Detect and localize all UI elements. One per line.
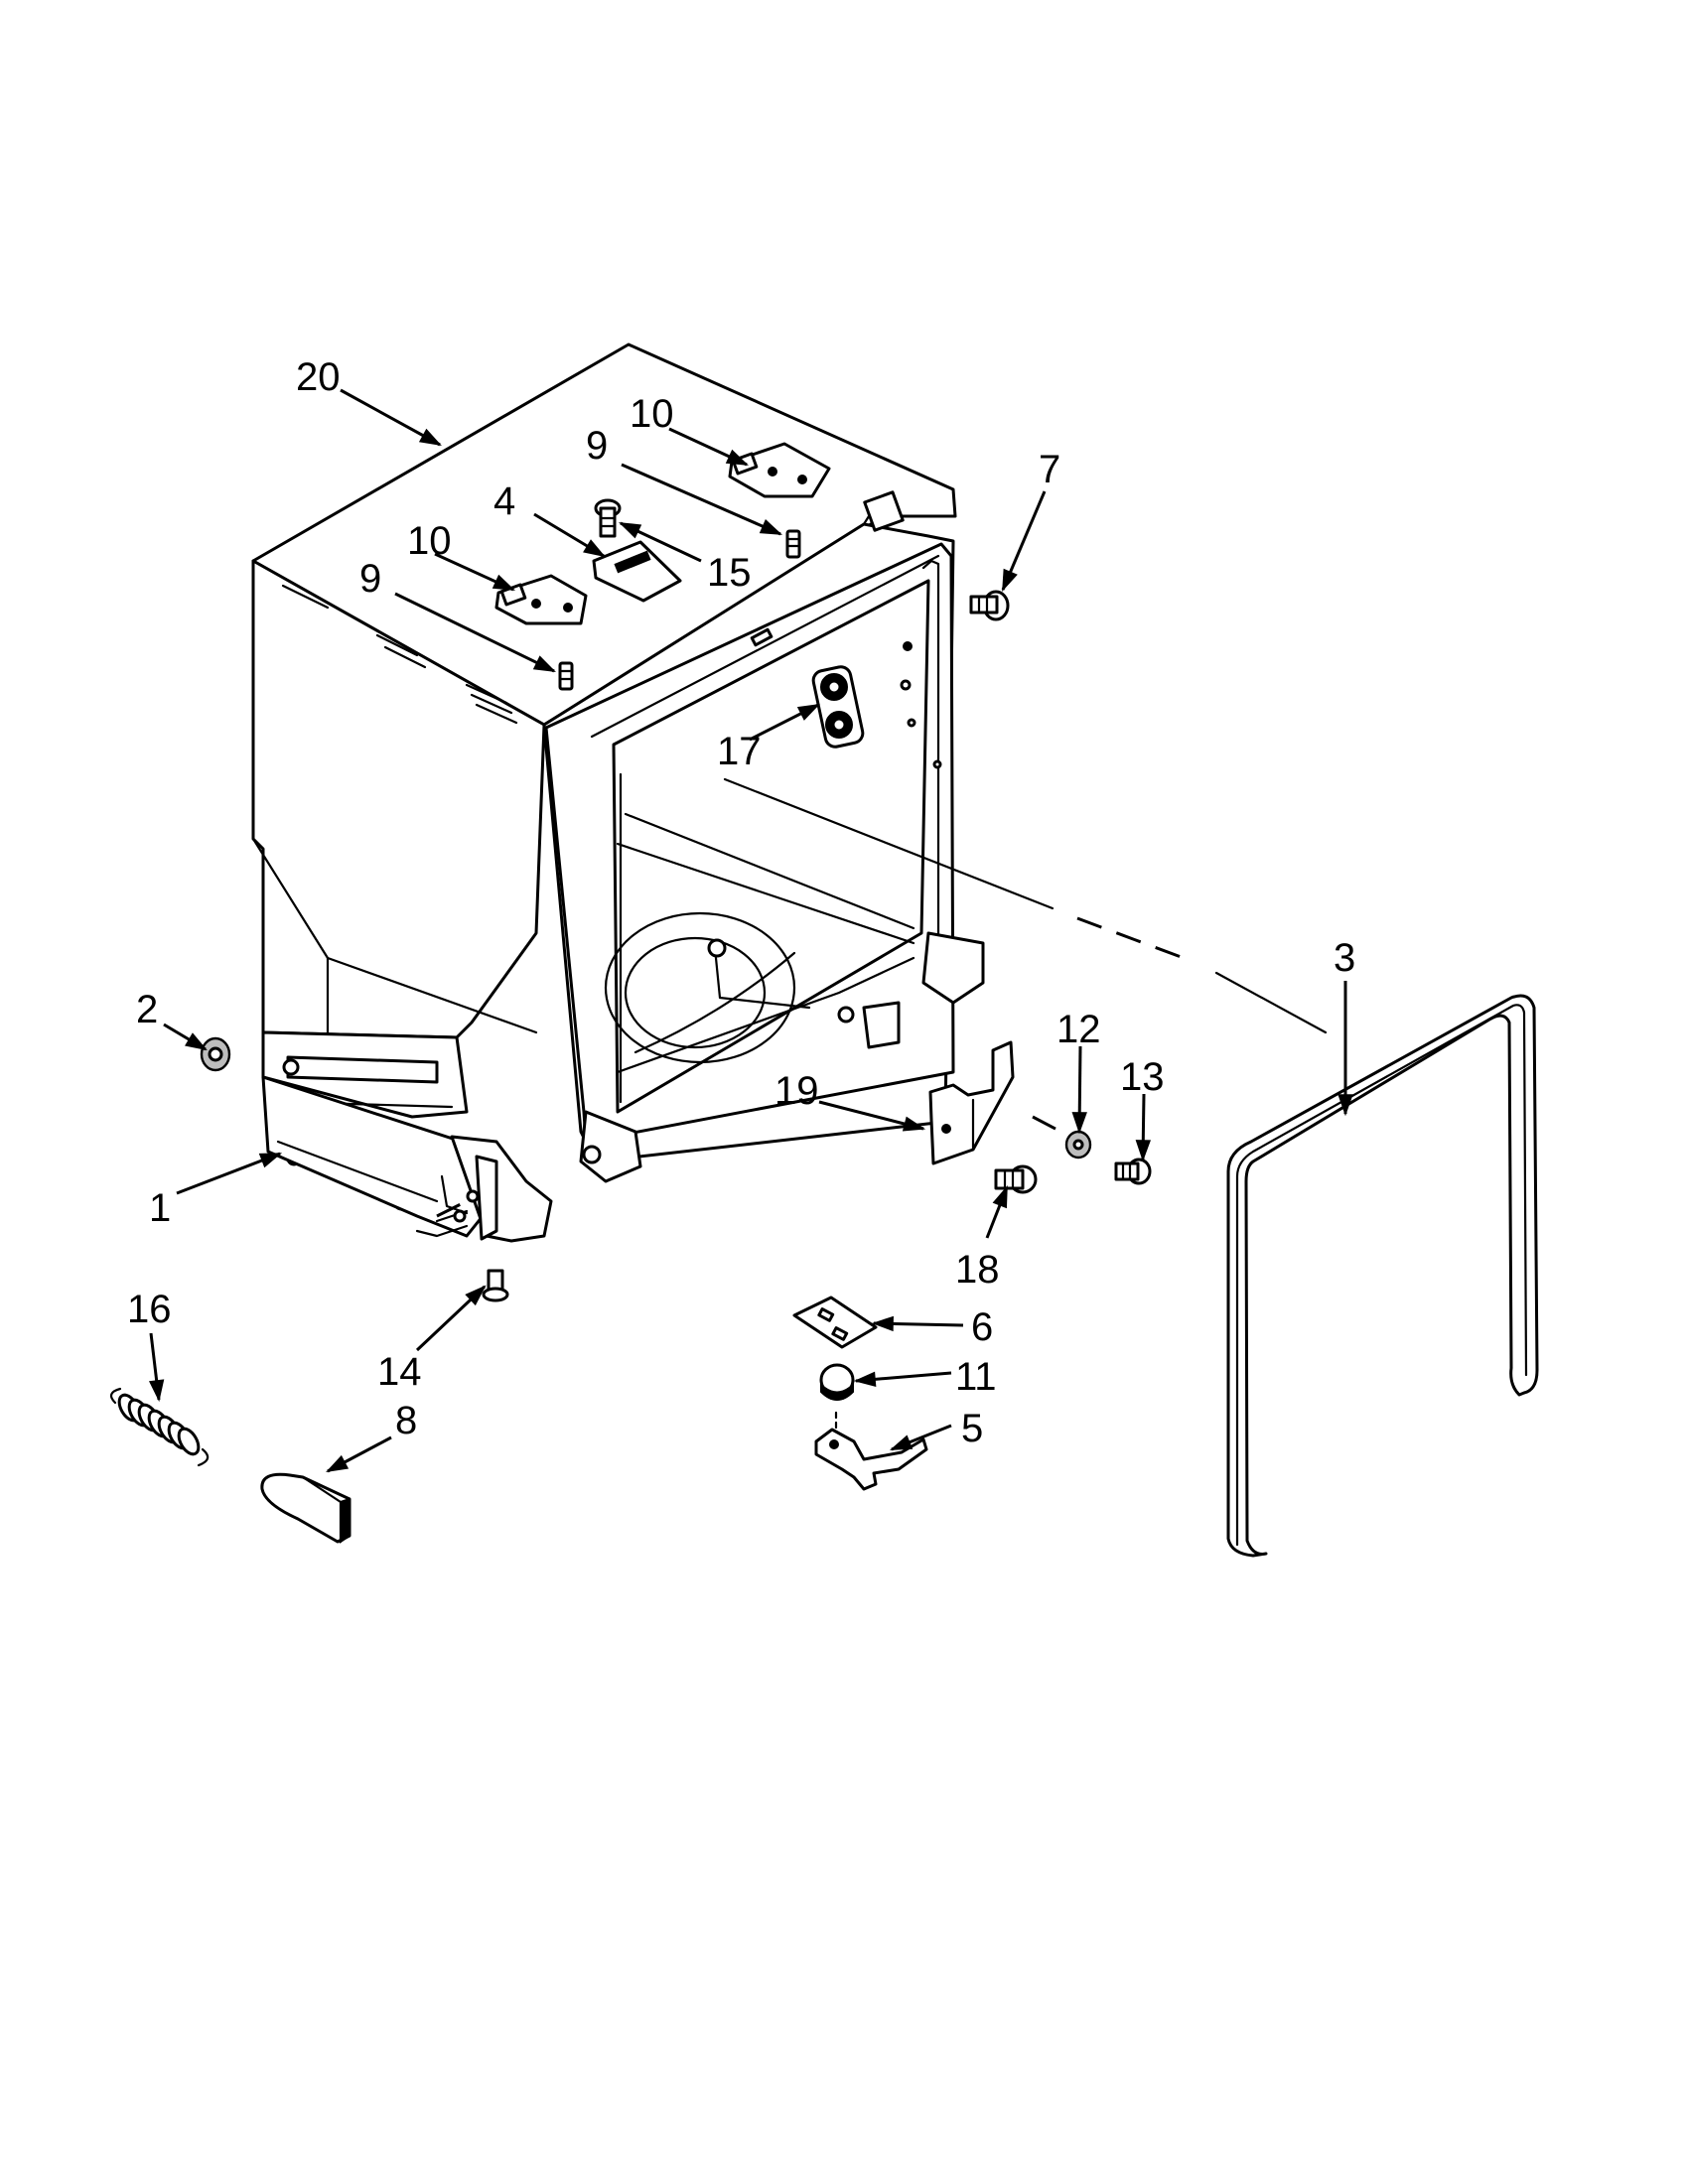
callout-10-left: 10 [407, 519, 452, 563]
callout-5: 5 [961, 1407, 983, 1450]
callout-10-top: 10 [630, 392, 674, 436]
callout-4: 4 [493, 479, 515, 523]
tub-assembly [251, 342, 985, 1211]
callout-14: 14 [377, 1350, 422, 1394]
callout-6: 6 [971, 1305, 993, 1349]
trim-piece [260, 1472, 352, 1544]
callout-labels: 20 10 9 7 4 15 10 9 17 3 2 12 13 19 1 18… [127, 355, 1355, 1450]
callout-12: 12 [1056, 1008, 1101, 1051]
callout-2: 2 [136, 988, 158, 1031]
nut [200, 1036, 231, 1072]
callout-3: 3 [1334, 936, 1355, 980]
callout-18: 18 [955, 1248, 1000, 1292]
side-screw [969, 590, 1010, 621]
callout-17: 17 [717, 730, 762, 773]
callout-8: 8 [395, 1399, 417, 1442]
callout-16: 16 [127, 1288, 172, 1331]
bracket-screw-right [785, 529, 801, 559]
bracket-screw-18 [994, 1164, 1038, 1194]
clip-screw [594, 498, 622, 538]
callout-20: 20 [296, 355, 341, 399]
callout-11: 11 [955, 1355, 997, 1399]
callout-9-top: 9 [586, 424, 608, 468]
leader-arrows [149, 388, 1353, 1473]
callout-9-left: 9 [359, 557, 381, 601]
bracket-screw-left [558, 661, 574, 691]
bracket-19 [928, 1040, 1015, 1165]
callout-13: 13 [1120, 1055, 1165, 1099]
mounting-bracket-left [494, 574, 588, 625]
thermostat-bracket [814, 1411, 928, 1491]
callout-7: 7 [1039, 448, 1060, 491]
callout-19: 19 [774, 1069, 819, 1113]
door-gasket [1226, 994, 1539, 1558]
assembly-centerline [436, 777, 1328, 1218]
leveling-leg [482, 1269, 509, 1302]
screw-13 [1114, 1158, 1152, 1185]
door-spring [109, 1387, 210, 1467]
callout-15: 15 [707, 551, 752, 595]
center-clip [592, 540, 682, 603]
callout-1: 1 [149, 1186, 171, 1230]
insulation-pad [792, 1296, 878, 1349]
base-frame [261, 1075, 553, 1243]
thermostat [819, 1363, 855, 1401]
